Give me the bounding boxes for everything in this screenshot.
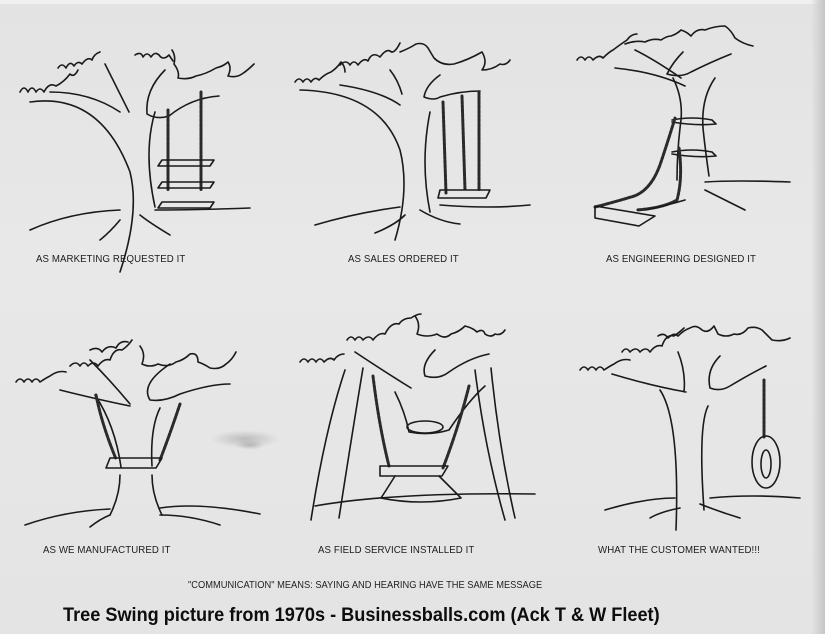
caption-sales: AS SALES ORDERED IT — [348, 253, 459, 265]
panel-manufacturing — [0, 320, 290, 530]
panel-engineering — [555, 25, 825, 240]
tree-tied-rope-drawing — [576, 25, 791, 227]
caption-engineering: AS ENGINEERING DESIGNED IT — [606, 253, 757, 265]
caption-customer: WHAT THE CUSTOMER WANTED!!! — [598, 544, 760, 556]
tree-ladder-swing-drawing — [19, 49, 255, 273]
panel-field-service — [285, 310, 565, 530]
credit-line: Tree Swing picture from 1970s - Business… — [63, 604, 660, 626]
caption-marketing: AS MARKETING REQUESTED IT — [36, 253, 186, 265]
tree-cut-trunk-swing-drawing — [299, 313, 536, 521]
scan-edge-shadow — [811, 0, 825, 634]
panel-sales — [280, 30, 560, 241]
panel-customer — [560, 310, 825, 531]
scan-smudge — [235, 440, 265, 450]
top-border — [0, 0, 825, 4]
communication-subtitle: "COMMUNICATION" MEANS: SAYING AND HEARIN… — [188, 580, 543, 591]
caption-manufacturing: AS WE MANUFACTURED IT — [43, 544, 171, 556]
panel-marketing — [0, 30, 280, 273]
tree-seat-around-trunk-drawing — [15, 339, 261, 528]
tree-three-rope-swing-drawing — [294, 42, 531, 241]
caption-field-service: AS FIELD SERVICE INSTALLED IT — [318, 544, 475, 556]
tree-tyre-swing-drawing — [579, 325, 801, 531]
cartoon-page — [0, 4, 825, 634]
